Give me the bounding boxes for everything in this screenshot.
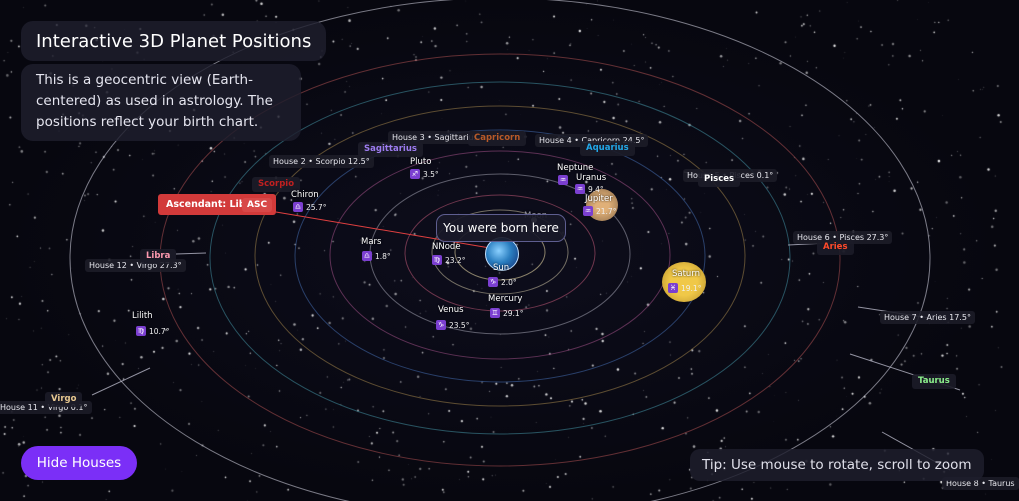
virgo-icon: ♍ (136, 326, 146, 336)
house-7-label: House 7 • Aries 17.5° (880, 311, 975, 324)
planet-neptune[interactable]: Neptune (557, 163, 594, 173)
planet-venus[interactable]: Venus (438, 305, 464, 315)
sun-position: ♑2.0° (488, 277, 517, 287)
libra-icon: ♎ (293, 202, 303, 212)
planet-saturn[interactable]: Saturn (672, 269, 701, 279)
planet-mercury[interactable]: Mercury (488, 294, 523, 304)
mars-position: ♎1.8° (362, 251, 391, 261)
sign-taurus: Taurus (912, 374, 956, 389)
jupiter-degree: 21.7° (596, 206, 617, 216)
sign-capricorn: Capricorn (468, 131, 527, 146)
tip-panel: Tip: Use mouse to rotate, scroll to zoom (690, 449, 984, 481)
pisces-icon: ♓ (668, 283, 678, 293)
page-title: Interactive 3D Planet Positions (21, 21, 327, 61)
hide-houses-button[interactable]: Hide Houses (21, 446, 137, 480)
nnode-degree: 23.2° (445, 255, 466, 265)
planet-jupiter[interactable]: Jupiter (585, 194, 613, 204)
venus-position: ♑23.5° (436, 320, 469, 330)
house-2-label: House 2 • Scorpio 12.5° (269, 155, 374, 168)
asc-tag: ASC (242, 198, 273, 212)
lilith-position: ♍10.7° (136, 326, 169, 336)
chiron-degree: 25.7° (306, 202, 327, 212)
sign-sagittarius: Sagittarius (358, 142, 423, 157)
planet-chiron[interactable]: Chiron (291, 190, 319, 200)
saturn-body[interactable] (662, 262, 706, 302)
planet-uranus[interactable]: Uranus (576, 173, 607, 183)
uranus-degree: 9.4° (588, 184, 604, 194)
house-3-label: House 3 • Sagittarius (388, 131, 482, 144)
jupiter-position: ♒21.7° (583, 206, 616, 216)
planet-mars[interactable]: Mars (361, 237, 382, 247)
mars-degree: 1.8° (375, 251, 391, 261)
capricorn-icon: ♑ (488, 277, 498, 287)
sign-aries: Aries (817, 240, 854, 255)
sign-libra: Libra (140, 249, 177, 264)
sign-virgo: Virgo (45, 392, 83, 407)
mercury-position: ♊29.1° (490, 308, 523, 318)
planet-lilith[interactable]: Lilith (132, 311, 153, 321)
saturn-degree: 19.1° (681, 283, 702, 293)
aquarius-icon: ♒ (583, 206, 593, 216)
info-panel: This is a geocentric view (Earth-centere… (21, 64, 301, 141)
born-here-tooltip: You were born here (436, 214, 566, 242)
sign-scorpio: Scorpio (252, 177, 301, 192)
sun-degree: 2.0° (501, 277, 517, 287)
nnode-position: ♍23.2° (432, 255, 465, 265)
sagittarius-icon: ♐ (410, 169, 420, 179)
aquarius-icon: ♒ (558, 175, 568, 185)
uranus-position: ♒9.4° (575, 184, 604, 194)
lilith-degree: 10.7° (149, 326, 170, 336)
sign-aquarius: Aquarius (580, 141, 635, 156)
planet-sun[interactable]: Sun (493, 263, 510, 273)
mercury-degree: 29.1° (503, 308, 524, 318)
gemini-icon: ♊ (490, 308, 500, 318)
pluto-position: ♐3.5° (410, 169, 439, 179)
pluto-degree: 3.5° (423, 169, 439, 179)
libra-icon: ♎ (362, 251, 372, 261)
planet-pluto[interactable]: Pluto (410, 157, 432, 167)
planet-nnode[interactable]: NNode (432, 242, 461, 252)
saturn-position: ♓19.1° (668, 283, 701, 293)
chiron-position: ♎25.7° (293, 202, 326, 212)
venus-degree: 23.5° (449, 320, 470, 330)
capricorn-icon: ♑ (436, 320, 446, 330)
aquarius-icon: ♒ (575, 184, 585, 194)
sign-pisces: Pisces (698, 172, 741, 187)
neptune-position: ♒ (558, 175, 568, 185)
virgo-icon: ♍ (432, 255, 442, 265)
